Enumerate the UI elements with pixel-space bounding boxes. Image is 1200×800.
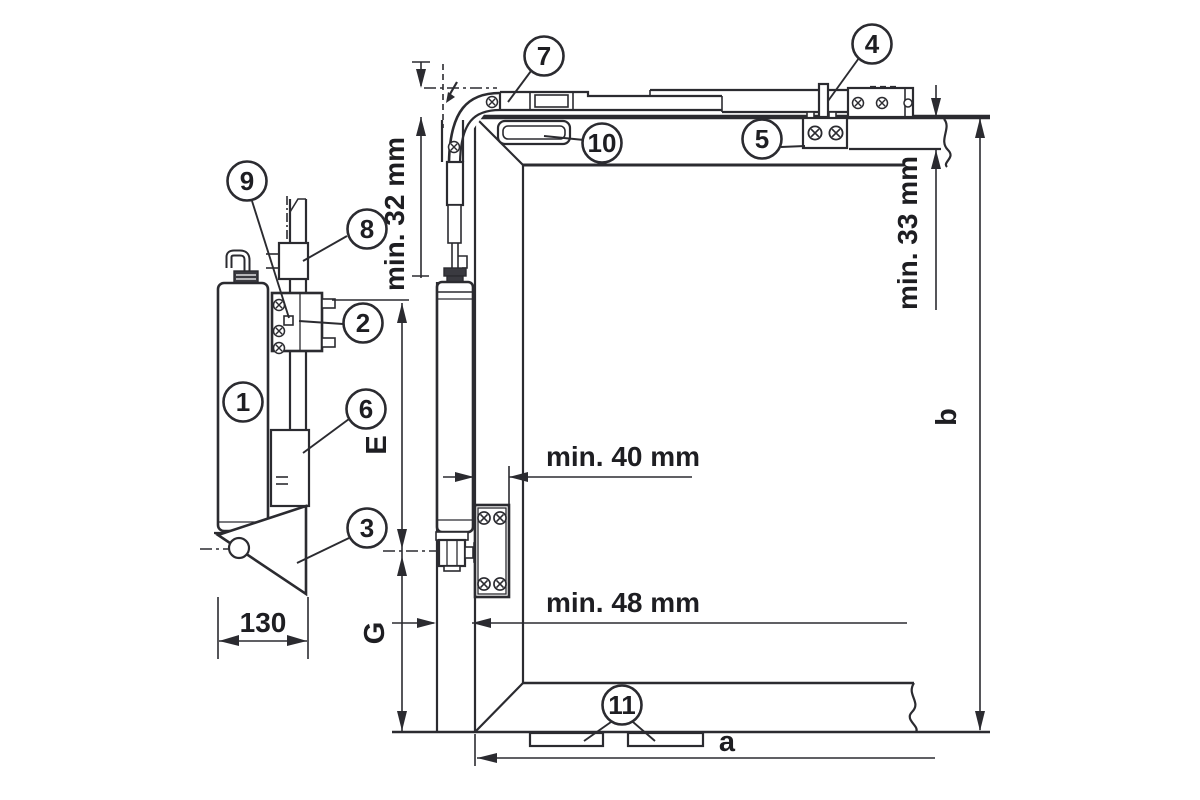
gas-spring-cylinder — [435, 280, 475, 534]
roller — [227, 536, 251, 560]
callout-6: 6 — [345, 388, 387, 430]
dimension-a: a — [474, 726, 935, 766]
callout-leaders — [251, 57, 860, 742]
callout-10: 10 — [581, 122, 623, 164]
dimension-min32: min. 32 mm — [379, 61, 430, 291]
dim-G-label: G — [359, 622, 391, 645]
pivot-arm — [447, 91, 501, 163]
callout-1: 1 — [222, 381, 264, 423]
corner-bracket-3 — [215, 504, 308, 597]
screw-icon — [493, 577, 507, 591]
callout-11-label: 11 — [608, 690, 636, 720]
callout-6-label: 6 — [359, 394, 373, 424]
callout-2: 2 — [342, 302, 384, 344]
dim-min40-label: min. 40 mm — [546, 441, 700, 472]
guide-block-6 — [269, 428, 311, 508]
callout-balloons: 1 2 3 4 5 6 7 8 — [222, 23, 893, 726]
dim-min33-label: min. 33 mm — [892, 156, 923, 310]
slide-rail — [498, 82, 915, 119]
callout-2-label: 2 — [356, 308, 370, 338]
screw-icon — [807, 125, 823, 141]
dimension-130: 130 — [217, 597, 309, 659]
callout-7-label: 7 — [537, 41, 551, 71]
spacer-plate-left — [528, 731, 605, 748]
dimension-b: b — [931, 118, 985, 731]
dim-b-label: b — [931, 408, 963, 426]
lifter-unit — [435, 120, 511, 599]
mounting-bracket-5 — [801, 111, 849, 150]
break-line-top-right — [943, 118, 952, 168]
locking-pin — [817, 82, 830, 119]
screw-icon — [447, 140, 461, 154]
dim-E-label: E — [361, 435, 393, 454]
callout-10-label: 10 — [588, 128, 617, 158]
callout-4: 4 — [851, 23, 893, 65]
callout-8-label: 8 — [360, 214, 374, 244]
screw-icon — [272, 341, 286, 355]
screw-icon — [828, 125, 844, 141]
callout-11: 11 — [601, 684, 643, 726]
screw-icon — [477, 577, 491, 591]
flap-bracket-10 — [496, 119, 572, 146]
callout-5-label: 5 — [755, 124, 769, 154]
dimension-E-G: E G — [332, 299, 409, 731]
callout-7: 7 — [523, 35, 565, 77]
rail-carriage-block — [534, 94, 569, 108]
dim-min32-label: min. 32 mm — [379, 137, 410, 291]
screw-icon — [903, 98, 913, 108]
screw-icon — [272, 324, 286, 338]
callout-9-label: 9 — [240, 166, 254, 196]
screw-icon — [851, 96, 865, 110]
dimension-min48: min. 48 mm — [392, 587, 907, 628]
dim-min48-label: min. 48 mm — [546, 587, 700, 618]
screw-icon — [493, 511, 507, 525]
callout-1-label: 1 — [236, 387, 250, 417]
mounting-plate — [473, 503, 511, 599]
dimension-min33: min. 33 mm — [892, 85, 941, 310]
spacer-plate-right — [626, 731, 705, 748]
callout-9: 9 — [226, 160, 268, 202]
screw-icon — [477, 511, 491, 525]
callout-5: 5 — [741, 118, 783, 160]
callout-3: 3 — [346, 507, 388, 549]
callout-4-label: 4 — [865, 29, 880, 59]
dimension-min40: min. 40 mm — [443, 441, 700, 537]
dim-130-label: 130 — [240, 607, 287, 638]
callout-3-label: 3 — [360, 513, 374, 543]
screw-icon — [485, 95, 499, 109]
screw-icon — [875, 96, 889, 110]
callout-8: 8 — [346, 208, 388, 250]
dim-a-label: a — [719, 726, 736, 758]
break-line-bottom-right — [908, 682, 918, 733]
